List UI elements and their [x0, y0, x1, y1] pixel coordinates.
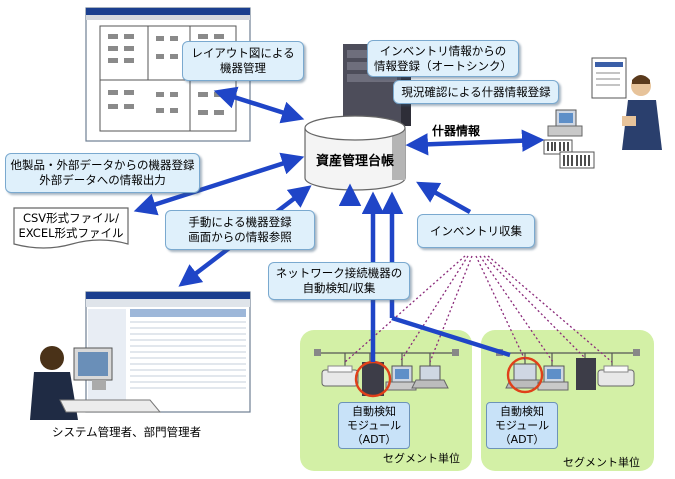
field-user-image	[591, 57, 662, 150]
segment-1-adt-line-1: 自動検知	[352, 405, 396, 418]
callout-network-line-2: 自動検知/収集	[302, 281, 376, 295]
callout-onsite-line-1: 現況確認による什器情報登録	[401, 84, 551, 99]
segment-2-label: セグメント単位	[563, 456, 640, 469]
asset-ledger-label: 資産管理台帳	[315, 154, 394, 169]
callout-external-line-2: 外部データへの情報出力	[39, 173, 166, 187]
admin-caption: システム管理者、部門管理者	[52, 425, 202, 439]
callout-layout-line-2: 機器管理	[220, 61, 266, 75]
segment-1-adt-line-2: モジュール	[346, 419, 402, 432]
desktop-and-barcodes-image	[543, 109, 595, 169]
inventory-dotted-lines	[344, 255, 613, 363]
callout-layout: レイアウト図による 機器管理	[182, 41, 304, 81]
management-screen-image	[85, 291, 251, 413]
segment-1-terminator-left	[314, 349, 321, 356]
segment-2-adt-box: 自動検知 モジュール （ADT）	[486, 402, 558, 449]
callout-inventory-info: インベントリ情報からの 情報登録（オートシンク）	[367, 40, 519, 77]
admin-user-image	[30, 346, 162, 420]
callout-onsite-registration: 現況確認による什器情報登録	[393, 80, 559, 104]
csv-document-label: CSV形式ファイル/ EXCEL形式ファイル	[18, 211, 124, 241]
callout-manual-line-1: 手動による機器登録	[188, 215, 292, 229]
callout-layout-line-1: レイアウト図による	[191, 46, 295, 60]
callout-manual-line-2: 画面からの情報参照	[188, 230, 292, 244]
callout-external-data: 他製品・外部データからの機器登録 外部データへの情報出力	[5, 153, 200, 193]
segment-1-devices	[321, 362, 449, 396]
csv-document-image	[13, 207, 129, 249]
callout-inventory-collect-line: インベントリ収集	[430, 223, 522, 238]
segment-2-adt-line-1: 自動検知	[500, 405, 544, 418]
segment-2-devices	[505, 358, 635, 391]
callout-network-line-1: ネットワーク接続機器の	[275, 266, 403, 280]
segment-2-adt-line-2: モジュール	[494, 419, 550, 432]
callout-inventory-info-line-2: 情報登録（オートシンク）	[374, 58, 512, 73]
callout-external-line-1: 他製品・外部データからの機器登録	[10, 158, 195, 172]
callout-manual-registration: 手動による機器登録 画面からの情報参照	[165, 210, 315, 250]
segment-1-adt-line-3: （ADT）	[351, 433, 397, 446]
callout-inventory-collect: インベントリ収集	[417, 214, 535, 248]
callout-inventory-info-line-1: インベントリ情報からの	[379, 43, 507, 58]
segment-1-adt-box: 自動検知 モジュール （ADT）	[338, 402, 410, 449]
segment-1-terminator-right	[452, 349, 459, 356]
callout-network-detection: ネットワーク接続機器の 自動検知/収集	[268, 262, 410, 300]
segment-2-terminator-right	[633, 349, 640, 356]
segment-1-label: セグメント単位	[383, 452, 460, 465]
segment-2-adt-line-3: （ADT）	[499, 433, 545, 446]
segment-2-adt-highlight	[506, 356, 544, 394]
csv-label-line-2: EXCEL形式ファイル	[18, 226, 124, 240]
fixtures-label: 什器情報	[432, 124, 481, 138]
csv-label-line-1: CSV形式ファイル/	[22, 211, 120, 225]
